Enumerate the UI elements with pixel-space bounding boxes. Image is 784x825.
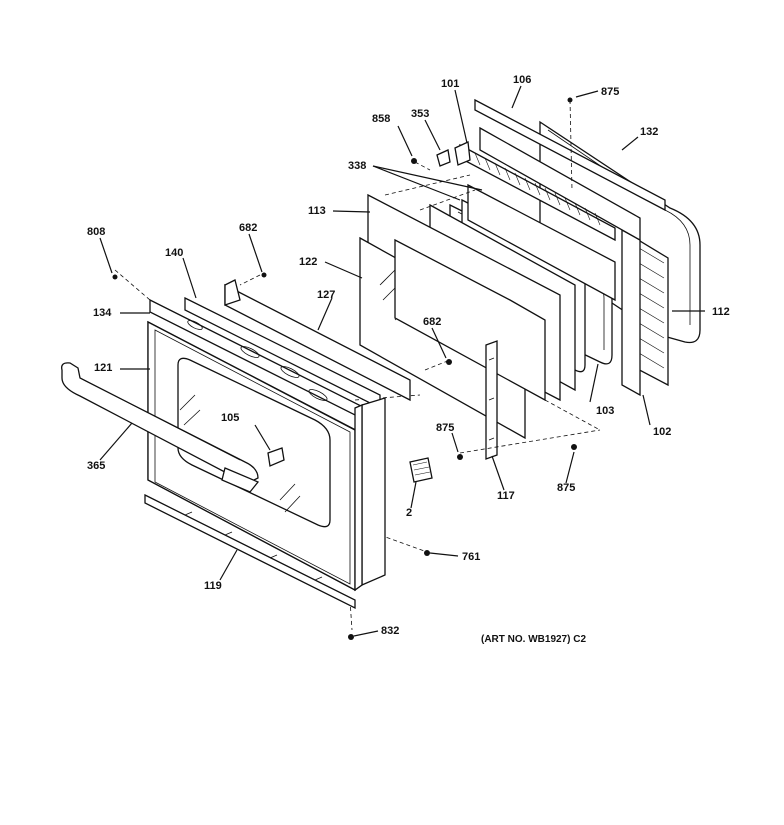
front-door-panel-121 (147, 320, 386, 592)
callout-682-mid: 682 (423, 316, 441, 328)
callout-338: 338 (348, 160, 366, 172)
callout-103: 103 (596, 405, 614, 417)
callout-353: 353 (411, 108, 429, 120)
callout-127: 127 (317, 289, 335, 301)
door-handle-365 (61, 362, 260, 493)
art-number: (ART NO. WB1927) C2 (481, 634, 586, 645)
callout-140: 140 (165, 247, 183, 259)
callout-132: 132 (640, 126, 658, 138)
callout-858: 858 (372, 113, 390, 125)
window-glass-122 (359, 236, 546, 440)
callout-117: 117 (497, 490, 515, 502)
callout-875-top: 875 (601, 86, 619, 98)
callout-122: 122 (299, 256, 317, 268)
callout-119: 119 (204, 580, 222, 592)
outer-door-back-panel (539, 120, 701, 397)
callout-102: 102 (653, 426, 671, 438)
leader-lines (99, 85, 705, 637)
bottom-trim-119 (144, 493, 356, 610)
callout-365: 365 (87, 460, 105, 472)
callout-labels: 101 106 875 858 353 132 338 113 808 682 … (87, 74, 730, 645)
callout-106: 106 (513, 74, 531, 86)
callout-2: 2 (406, 507, 412, 519)
callout-101: 101 (441, 78, 459, 90)
callout-875-right: 875 (557, 482, 575, 494)
side-bracket-117 (485, 340, 498, 460)
callout-121: 121 (94, 362, 112, 374)
callout-808: 808 (87, 226, 105, 238)
hinge-bracket-2 (409, 457, 433, 483)
clip-105 (267, 447, 285, 467)
callout-832: 832 (381, 625, 399, 637)
door-liner-127 (224, 279, 411, 402)
callout-682-top: 682 (239, 222, 257, 234)
callout-112: 112 (712, 306, 730, 318)
screws (112, 97, 577, 640)
callout-113: 113 (308, 205, 326, 217)
callout-134: 134 (93, 307, 112, 319)
callout-105: 105 (221, 412, 239, 424)
top-frame-strip-106 (474, 98, 666, 242)
callout-761: 761 (462, 551, 480, 563)
hinge-part-353 (436, 141, 471, 167)
callout-875-mid: 875 (436, 422, 454, 434)
